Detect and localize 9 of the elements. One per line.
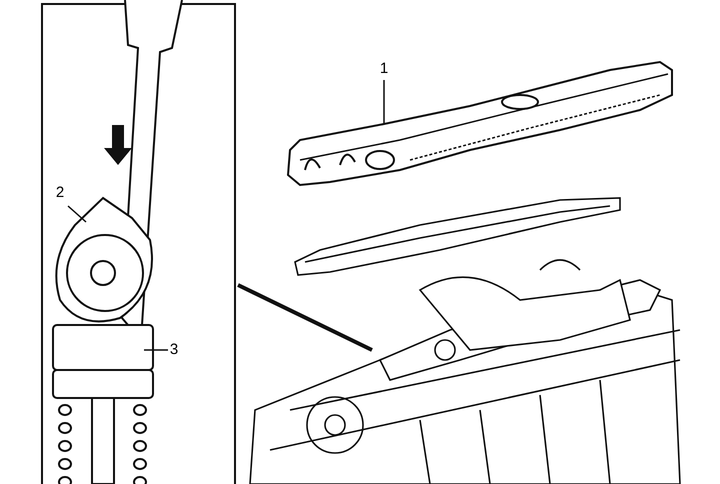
tappet-drawing <box>52 324 154 399</box>
callout-number: 3 <box>168 341 180 359</box>
camshaft-lobe-drawing <box>55 197 153 322</box>
callout-number: 2 <box>54 184 66 202</box>
valve-cover-drawing <box>286 60 673 186</box>
leader-line <box>68 205 86 223</box>
callout-number: 1 <box>378 60 390 78</box>
leader-line <box>383 80 385 124</box>
leader-line <box>144 349 168 351</box>
